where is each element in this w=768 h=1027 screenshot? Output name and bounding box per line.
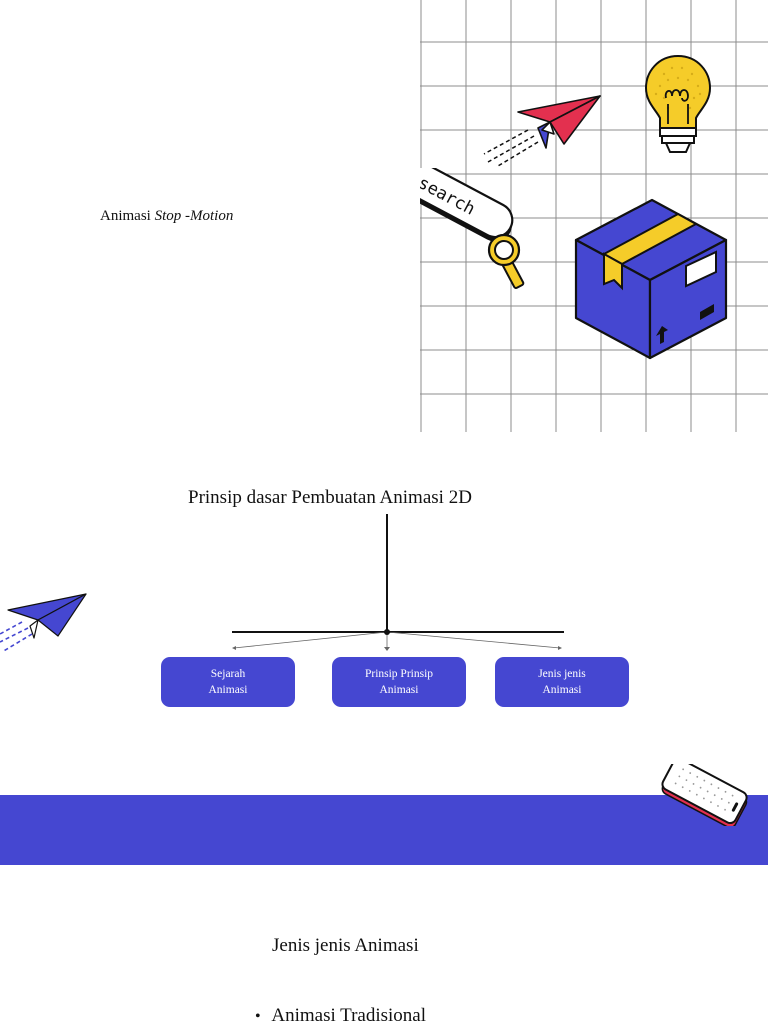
search-bar-icon: search: [420, 168, 514, 242]
list-item-label: Animasi Tradisional: [271, 1005, 427, 1026]
node-label-line1: Sejarah: [210, 668, 246, 680]
paper-plane-icon: [0, 593, 87, 653]
bullet-marker: •: [255, 1008, 261, 1025]
tree-connectors: [232, 514, 564, 651]
grid-illustration: search: [420, 0, 768, 432]
slide2-heading: Prinsip dasar Pembuatan Animasi 2D: [188, 487, 472, 508]
magnifier-icon: [487, 233, 525, 290]
node-label-line2: Animasi: [379, 684, 419, 696]
slide4-heading: Jenis jenis Animasi: [272, 935, 419, 956]
slide1-title-emphasis: Stop -Motion: [154, 208, 234, 224]
node-label-line1: Prinsip Prinsip: [364, 668, 434, 680]
node-label-line2: Animasi: [542, 684, 582, 696]
slide1-title-prefix: Animasi: [100, 208, 155, 224]
light-bulb-icon: [644, 54, 712, 153]
smartphone-icon: [661, 764, 748, 826]
paper-plane-icon: [483, 95, 601, 167]
slide1-title: Animasi Stop -Motion: [100, 208, 233, 225]
list-item: • Animasi Tradisional: [255, 1005, 426, 1027]
node-label-line1: Jenis jenis: [538, 668, 586, 680]
section-band: [0, 795, 768, 865]
node-label-line2: Animasi: [208, 684, 248, 696]
box-icon: [574, 198, 728, 360]
